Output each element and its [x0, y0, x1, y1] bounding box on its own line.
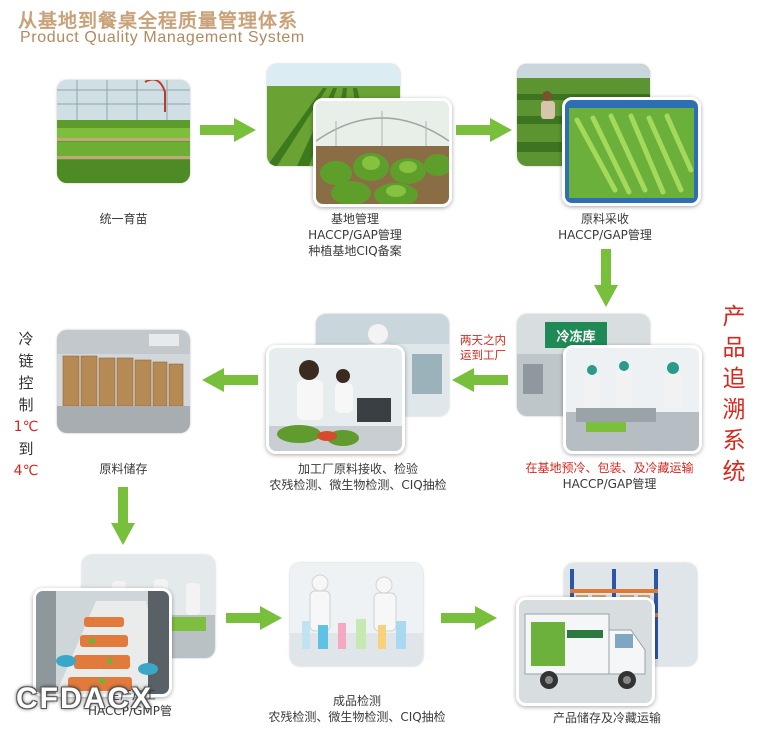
arrow-left-1	[452, 368, 508, 392]
photo-seedling-greenhouse	[57, 80, 190, 183]
photo-greenhouse-vegetables	[313, 98, 452, 207]
frozen-storage-sign-text: 冷冻库	[547, 326, 605, 345]
caption-step-3: 原料采收 HACCP/GAP管理	[540, 211, 670, 243]
cold-chain-control-label: 冷 链 控 制 1℃ 到 4℃	[6, 328, 46, 482]
arrow-right-4	[441, 606, 497, 630]
caption-step-9: 产品储存及冷藏运输	[532, 710, 682, 726]
caption-step-5: 加工厂原料接收、检验 农残检测、微生物检测、CIQ抽检	[253, 461, 463, 493]
arrow-down-2	[111, 487, 135, 545]
caption-step-2: 基地管理 HACCP/GAP管理 种植基地CIQ备案	[280, 211, 430, 259]
page-title-en: Product Quality Management System	[20, 29, 305, 47]
arrow-down-1	[594, 249, 618, 307]
photo-lab-testing	[290, 563, 423, 666]
photo-refrigerated-truck	[516, 597, 655, 706]
caption-step-6: 原料储存	[57, 461, 190, 477]
caption-step-8: 成品检测 农残检测、微生物检测、CIQ抽检	[252, 693, 462, 725]
photo-packing-workers	[563, 345, 702, 454]
caption-step-1: 统一育苗	[57, 211, 190, 227]
temp-low: 1℃	[6, 416, 46, 438]
photo-cold-storage-boxes	[57, 330, 190, 433]
photo-sorting-conveyor	[33, 588, 172, 697]
arrow-right-2	[456, 118, 512, 142]
caption-step-4-system: HACCP/GAP管理	[512, 476, 707, 492]
photo-harvested-greens-crate	[562, 97, 701, 206]
watermark: CFDACX	[16, 682, 153, 716]
photo-lab-inspection	[266, 345, 405, 454]
arrow-right-3	[226, 606, 282, 630]
arrow-right-1	[200, 118, 256, 142]
note-two-days-to-factory: 两天之内 运到工厂	[460, 333, 506, 363]
arrow-left-2	[202, 368, 258, 392]
caption-step-4-title: 在基地预冷、包装、及冷藏运输	[512, 460, 707, 476]
traceability-system-label: 产 品 追 溯 系 统	[717, 302, 751, 488]
temp-high: 4℃	[6, 460, 46, 482]
